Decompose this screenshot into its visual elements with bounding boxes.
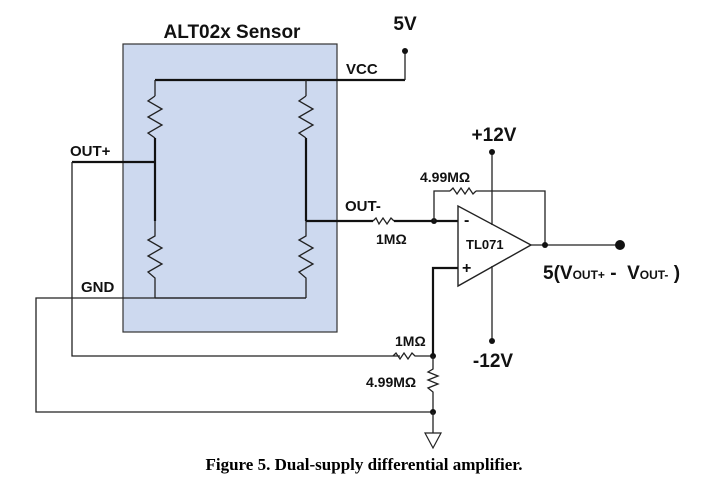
resistor-left-top — [146, 95, 164, 139]
label-vcc: VCC — [346, 61, 378, 78]
output-prefix: 5(V — [543, 263, 573, 284]
figure-caption: Figure 5. Dual-supply differential ampli… — [205, 455, 523, 474]
pos-rail-terminal — [489, 149, 495, 155]
output-mid: - V — [605, 263, 640, 284]
resistor-right-top — [297, 95, 315, 139]
output-suffix: ) — [668, 263, 680, 284]
resistor-right-bottom — [297, 221, 315, 298]
noninv-input-wire — [431, 266, 458, 356]
label-neg-rail: -12V — [473, 351, 513, 372]
gnd-route — [35, 297, 433, 413]
resistor-r-in-inv — [372, 216, 395, 226]
output-terminal — [615, 240, 625, 250]
resistor-r-in-noninv — [392, 351, 433, 361]
label-r-in-noninv: 1MΩ — [395, 333, 426, 349]
label-r-in-inv: 1MΩ — [376, 231, 407, 247]
ground-icon — [424, 432, 442, 450]
label-pos-rail: +12V — [472, 125, 517, 146]
out-plus-route — [71, 162, 400, 357]
output-node — [542, 242, 548, 248]
output-sub2: OUT- — [640, 268, 669, 282]
output-sub1: OUT+ — [573, 268, 605, 282]
label-out-minus: OUT- — [345, 198, 381, 215]
resistor-left-bottom — [146, 221, 164, 298]
label-gnd: GND — [81, 279, 115, 296]
label-out-plus: OUT+ — [70, 143, 111, 160]
5v-terminal — [402, 48, 408, 54]
sensor-title: ALT02x Sensor — [164, 22, 302, 43]
sensor-box — [122, 43, 338, 333]
label-5v: 5V — [393, 14, 417, 35]
label-r-feedback: 4.99MΩ — [420, 169, 470, 185]
opamp-inv-sign: - — [464, 212, 469, 229]
opamp-noninv-sign: + — [462, 260, 471, 277]
opamp-symbol — [457, 204, 533, 288]
resistor-feedback — [449, 186, 477, 196]
resistor-r-ground — [426, 356, 440, 412]
label-r-ground: 4.99MΩ — [366, 374, 416, 390]
neg-rail-terminal — [489, 338, 495, 344]
feedback-right-wire — [476, 190, 546, 245]
opamp-part-label: TL071 — [466, 237, 504, 252]
output-expression: 5(VOUT+ - VOUT- ) — [543, 263, 680, 284]
feedback-left-wire — [433, 190, 450, 221]
